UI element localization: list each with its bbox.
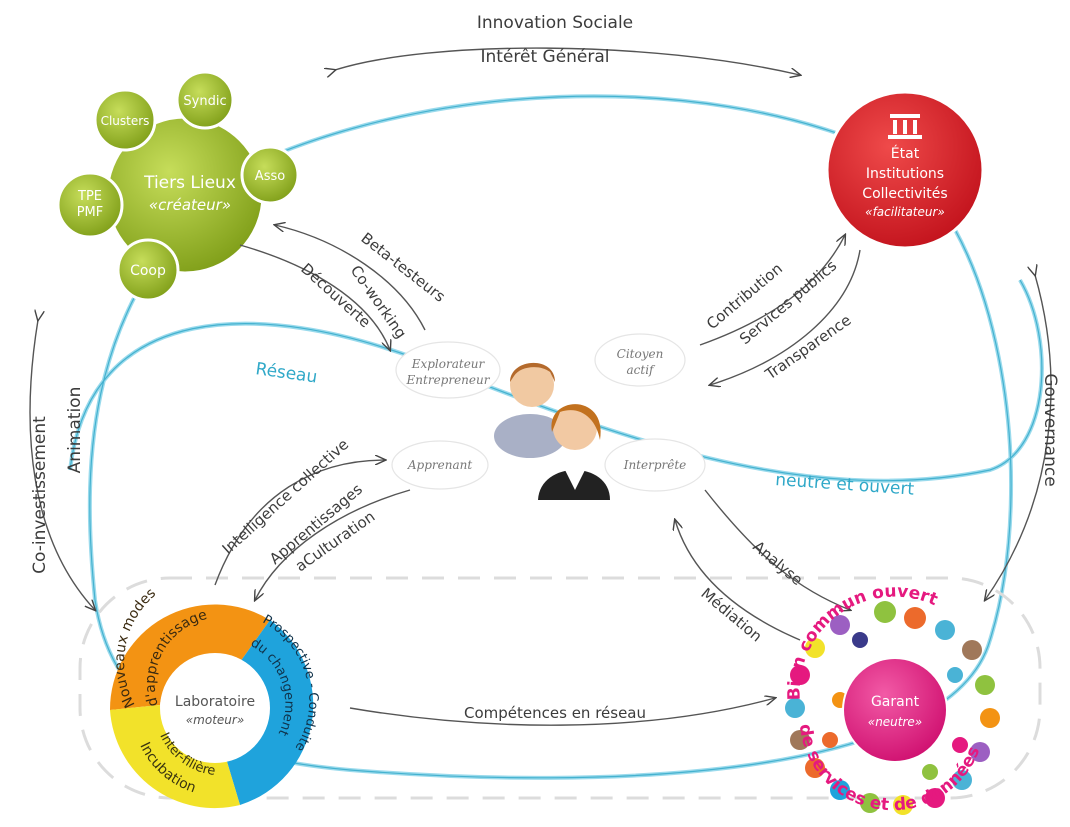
coop-label: Coop (130, 263, 166, 279)
laboratoire-role: «moteur» (186, 713, 244, 727)
entrepreneur-label: Entrepreneur (406, 373, 491, 387)
innovation-sociale-label: Innovation Sociale (477, 13, 633, 33)
garant-role: «neutre» (868, 715, 922, 729)
laboratoire-title: Laboratoire (175, 694, 255, 710)
tiers-lieux-role: «créateur» (149, 196, 231, 214)
competences-label: Compétences en réseau (464, 704, 646, 722)
pmf-label: PMF (77, 205, 104, 220)
clusters-label: Clusters (101, 114, 150, 128)
collectivites-label: Collectivités (862, 186, 947, 202)
garant-node (842, 657, 948, 763)
bottom-band (78, 576, 1042, 800)
interprete-label: Interprête (623, 458, 687, 472)
lower-right-arrows (675, 489, 850, 641)
gouvernance-label: Gouvernance (1040, 373, 1060, 486)
tpe-label: TPE (77, 189, 102, 204)
top-arrows (335, 47, 800, 75)
coinvest-label: Co-investissement (30, 416, 50, 574)
role-clouds (391, 333, 706, 492)
interet-general-label: Intérêt Général (480, 47, 609, 67)
institutions-label: Institutions (866, 166, 944, 182)
mid-left-arrows (239, 225, 426, 350)
etat-node (825, 90, 985, 250)
outer-arrows (29, 275, 1052, 610)
tiers-lieux-cluster (56, 70, 300, 302)
mid-right-arrows (699, 235, 861, 385)
explorateur-label: Explorateur (411, 357, 486, 371)
laboratoire-ring (109, 604, 314, 809)
citoyen-label: Citoyen (617, 347, 664, 361)
competences-arrow (349, 698, 775, 726)
animation-label: Animation (65, 387, 85, 474)
garant-title: Garant (871, 694, 920, 710)
garant-dots (785, 601, 1000, 815)
neutre-ouvert-label: neutre et ouvert (775, 470, 915, 500)
analyse-label: Analyse (749, 537, 806, 589)
asso-label: Asso (255, 169, 285, 184)
syndic-label: Syndic (183, 94, 226, 109)
people-icon (494, 362, 610, 500)
reseau-label: Réseau (254, 359, 318, 387)
tiers-lieux-title: Tiers Lieux (143, 173, 236, 193)
actif-label: actif (627, 363, 657, 377)
mediation-label: Médiation (697, 584, 765, 645)
facilitateur-label: «facilitateur» (865, 205, 945, 219)
institution-icon (888, 114, 922, 139)
apprenant-label: Apprenant (407, 458, 472, 472)
etat-label: État (891, 145, 920, 162)
lower-left-arrows (214, 460, 411, 600)
